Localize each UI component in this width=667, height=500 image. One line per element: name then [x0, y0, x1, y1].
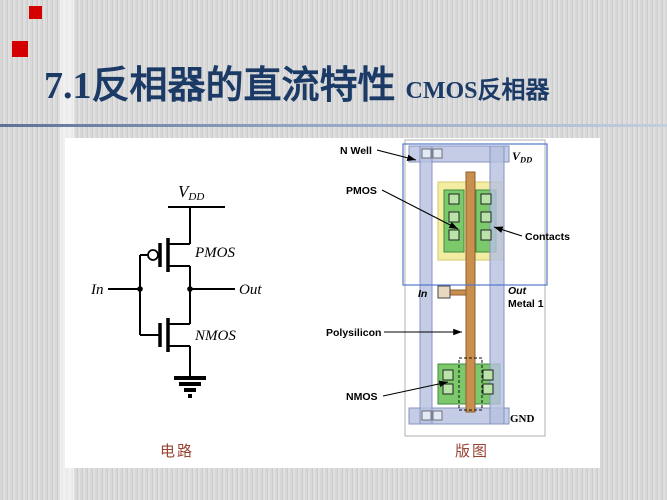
contact: [480, 193, 492, 205]
contact: [480, 229, 492, 241]
caption-circuit: 电路: [160, 444, 195, 460]
output-junction-dot: [187, 286, 193, 292]
cmos-inverter-layout: N Well PMOS Contacts Polysilicon NMOS In…: [326, 139, 570, 437]
layout-out-label: Out: [508, 285, 527, 297]
contact: [448, 229, 460, 241]
layout-gnd-label: GND: [510, 413, 535, 425]
schematic-pmos-label: PMOS: [194, 245, 235, 261]
caption-layout: 版图: [455, 444, 490, 460]
input-junction-dot: [137, 286, 143, 292]
pmos-arrow: [381, 189, 459, 230]
polysilicon-strip: [465, 171, 476, 413]
red-square-small: [29, 6, 42, 19]
contact: [442, 369, 454, 381]
layout-in-label: In: [418, 288, 427, 300]
contact: [448, 211, 460, 223]
polysilicon-label: Polysilicon: [326, 327, 381, 339]
nmos-gate-outline: [458, 357, 483, 411]
schematic-vdd-label: VDD: [178, 182, 204, 203]
layout-vdd-label: VDD: [512, 149, 532, 165]
title-text: 7.1反相器的直流特性: [44, 65, 396, 107]
nwell-boundary: [402, 143, 548, 286]
ground-symbol: [174, 376, 206, 398]
annotation-arrows: [376, 149, 523, 397]
contact: [442, 383, 454, 395]
subtitle-text: CMOS反相器: [405, 78, 550, 104]
layout-pmos-label: PMOS: [346, 185, 377, 197]
contact: [480, 211, 492, 223]
via: [432, 410, 443, 421]
via: [421, 148, 432, 159]
nmos-arrow: [382, 380, 449, 397]
nwell-label: N Well: [340, 145, 372, 157]
contact: [448, 193, 460, 205]
title-divider: [0, 124, 667, 127]
schematic-in-label: In: [90, 282, 104, 298]
cmos-inverter-schematic: VDD In Out PMOS NMOS: [90, 182, 262, 398]
content-area: VDD In Out PMOS NMOS: [65, 138, 600, 468]
input-poly-contact: [437, 285, 451, 299]
pmos-gate-bubble: [147, 249, 159, 261]
contacts-group: [442, 193, 494, 395]
page-title: 7.1反相器的直流特性 CMOS反相器: [44, 64, 550, 110]
schematic-nmos-label: NMOS: [194, 328, 236, 344]
schematic-out-label: Out: [239, 282, 262, 298]
poly-input-stub: [449, 289, 467, 296]
contact: [482, 369, 494, 381]
contacts-label: Contacts: [525, 231, 570, 243]
contacts-arrow: [493, 226, 523, 237]
metal1-label: Metal 1: [508, 298, 544, 310]
rail-vias: [421, 148, 443, 421]
contact: [482, 383, 494, 395]
via: [432, 148, 443, 159]
schematic-wires: [108, 206, 235, 378]
via: [421, 410, 432, 421]
red-square-large: [12, 41, 28, 57]
layout-nmos-label: NMOS: [346, 391, 378, 403]
nwell-arrow: [376, 149, 417, 162]
